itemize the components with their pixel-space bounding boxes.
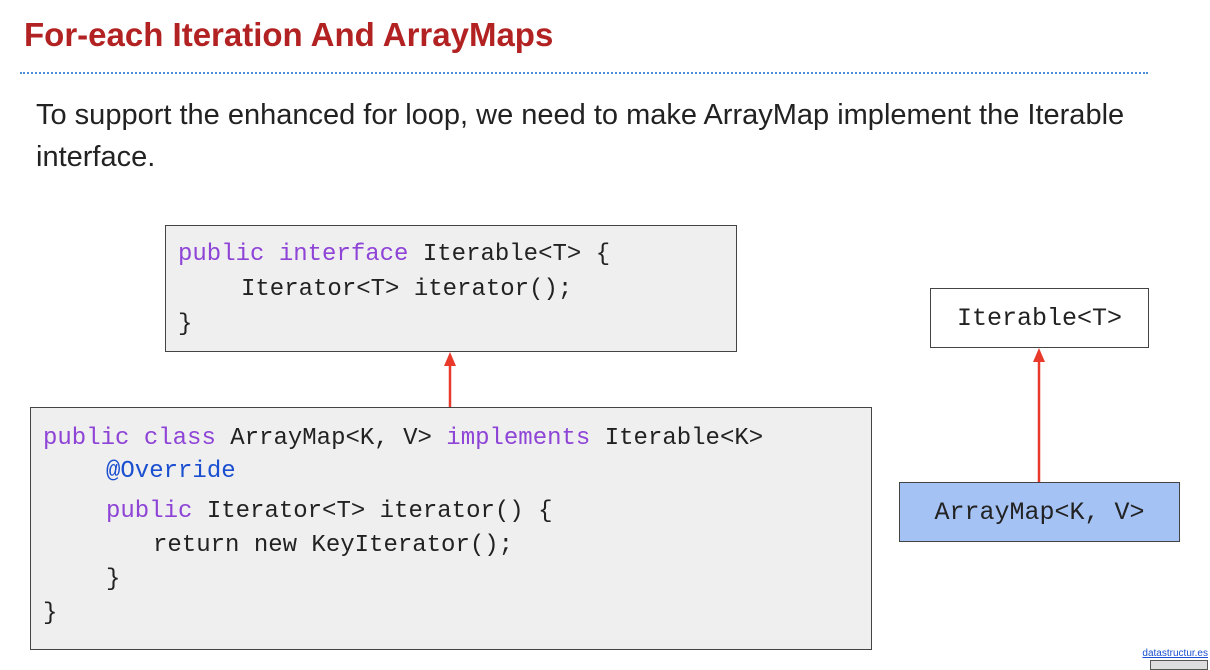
class-code-box: public class ArrayMap<K, V> implements I…: [30, 407, 872, 650]
class-code-line-5: }: [106, 566, 121, 593]
implemented-interface: Iterable<K>: [604, 425, 764, 452]
interface-code-line-1: public interface Iterable<T> {: [178, 240, 610, 270]
override-annotation: @Override: [106, 458, 236, 485]
creative-commons-badge-icon: [1150, 660, 1208, 670]
interface-code-box: public interface Iterable<T> { Iterator<…: [165, 225, 737, 352]
keyword-class: class: [143, 425, 216, 452]
keyword-public: public: [43, 425, 130, 452]
code-inheritance-arrow: [444, 352, 456, 407]
method-signature: Iterator<T> iterator() {: [206, 498, 553, 525]
datastructures-link[interactable]: datastructur.es: [1142, 648, 1208, 659]
class-code-line-4: return new KeyIterator();: [153, 532, 514, 559]
class-code-line-3: public Iterator<T> iterator() {: [106, 497, 552, 527]
interface-code-line-3: }: [178, 311, 193, 338]
class-name: ArrayMap<K, V>: [230, 425, 432, 452]
uml-inheritance-arrow: [1033, 348, 1045, 482]
intro-text: To support the enhanced for loop, we nee…: [36, 99, 1125, 173]
keyword-public: public: [106, 498, 193, 525]
title-divider: [20, 72, 1148, 74]
uml-arraymap-box: ArrayMap<K, V>: [899, 482, 1180, 542]
interface-declaration: Iterable<T> {: [422, 241, 611, 268]
keyword-implements: implements: [446, 425, 591, 452]
class-code-line-6: }: [43, 600, 58, 627]
interface-code-line-2: Iterator<T> iterator();: [241, 276, 573, 303]
slide-title: For-each Iteration And ArrayMaps: [24, 16, 554, 53]
class-code-line-1: public class ArrayMap<K, V> implements I…: [43, 424, 763, 454]
uml-iterable-box: Iterable<T>: [930, 288, 1149, 348]
keyword-interface: interface: [278, 241, 409, 268]
keyword-public: public: [178, 241, 265, 268]
